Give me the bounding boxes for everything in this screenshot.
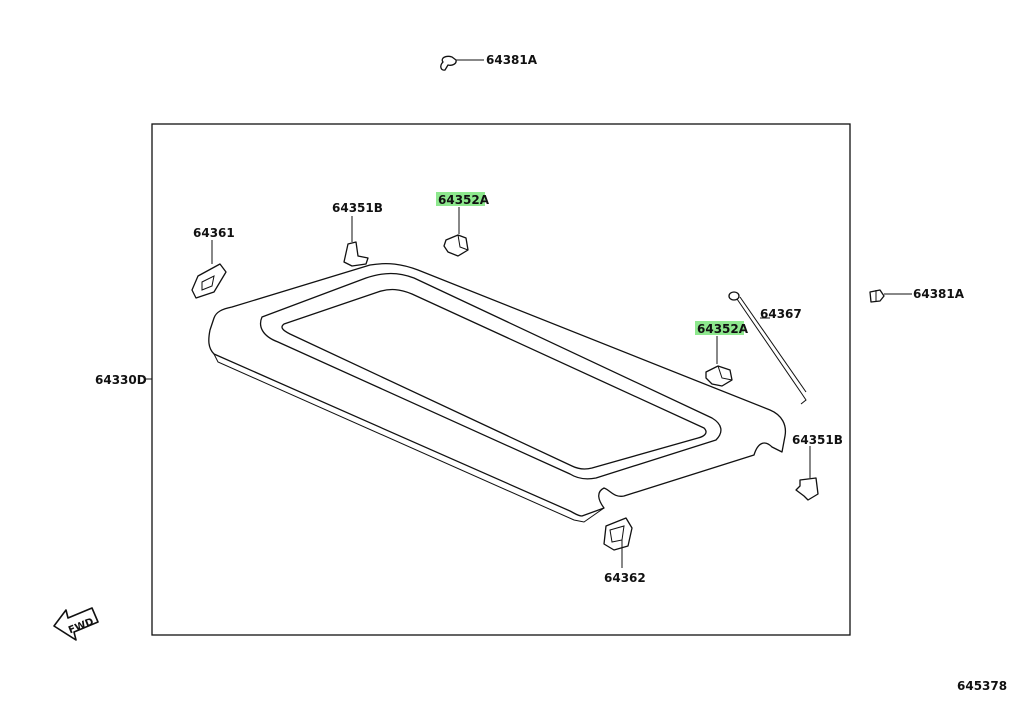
part-label-holder-left[interactable]: 64361 bbox=[193, 226, 235, 240]
part-label-clip-top[interactable]: 64381A bbox=[486, 53, 538, 67]
part-label-hook-right[interactable]: 64351B bbox=[792, 433, 843, 447]
diagram-code: 645378 bbox=[957, 679, 1007, 693]
highlight-cushion-right bbox=[695, 321, 744, 335]
part-label-panel[interactable]: 64330D bbox=[95, 373, 147, 387]
part-label-cushion-right[interactable]: 64352A bbox=[697, 322, 749, 336]
hook-right-part[interactable] bbox=[795, 446, 819, 501]
holder-left-part[interactable] bbox=[191, 240, 227, 299]
cushion-right-part[interactable] bbox=[705, 336, 733, 387]
part-label-holder-bottom[interactable]: 64362 bbox=[604, 571, 646, 585]
holder-bottom-part[interactable] bbox=[603, 517, 633, 568]
clip-right-part[interactable] bbox=[869, 289, 912, 303]
support-rod-part[interactable] bbox=[728, 291, 807, 405]
cushion-top-part[interactable] bbox=[443, 207, 469, 257]
part-label-hook-left[interactable]: 64351B bbox=[332, 201, 383, 215]
part-label-rod[interactable]: 64367 bbox=[760, 307, 802, 321]
part-label-cushion-top[interactable]: 64352A bbox=[438, 193, 490, 207]
part-label-clip-right[interactable]: 64381A bbox=[913, 287, 965, 301]
package-tray-panel[interactable] bbox=[208, 263, 787, 523]
highlight-cushion-top bbox=[436, 192, 485, 206]
fwd-arrow-icon: FWD bbox=[53, 607, 99, 641]
clip-top-part[interactable] bbox=[440, 55, 484, 71]
hook-left-part[interactable] bbox=[343, 216, 369, 267]
